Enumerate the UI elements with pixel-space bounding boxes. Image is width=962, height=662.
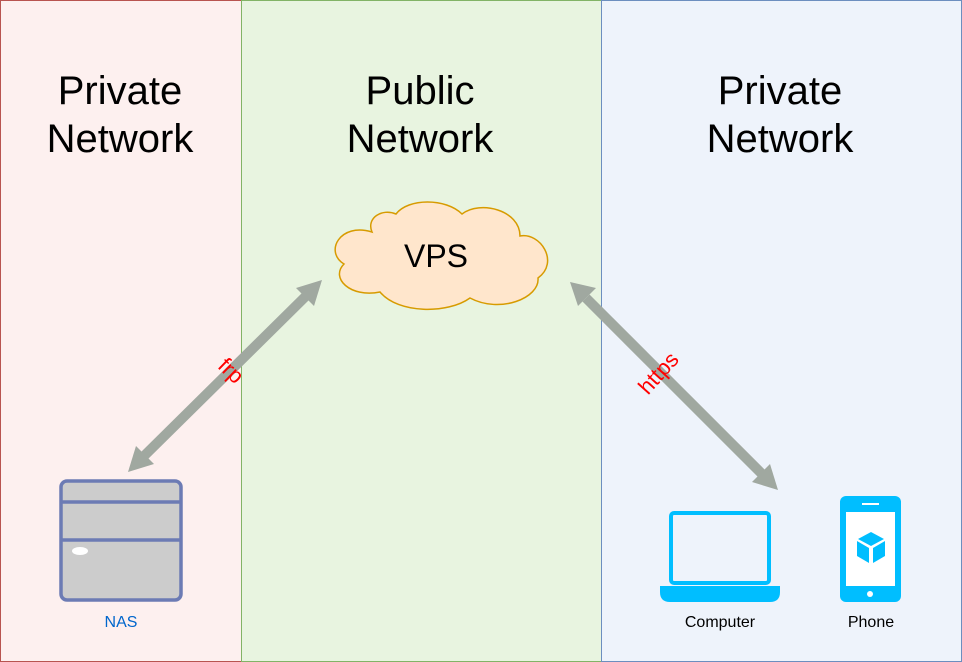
right-private-zone (601, 0, 962, 662)
nas-label: NAS (105, 614, 138, 631)
laptop-icon (660, 511, 780, 602)
public-zone-title-line1: Public (366, 69, 475, 113)
https-arrow (570, 282, 778, 490)
left-zone-title-line2: Network (47, 117, 195, 161)
phone-label: Phone (848, 614, 894, 631)
computer-label: Computer (685, 614, 756, 631)
public-zone-title-line2: Network (347, 117, 495, 161)
right-zone-title-line1: Private (718, 69, 843, 113)
vps-cloud-icon (334, 201, 549, 311)
vps-label: VPS (404, 238, 468, 274)
left-zone-title-line1: Private (58, 69, 183, 113)
frp-arrow (128, 280, 322, 472)
nas-server-icon (59, 479, 183, 602)
public-zone (241, 0, 602, 662)
phone-icon (840, 496, 901, 602)
right-zone-title-line2: Network (707, 117, 855, 161)
